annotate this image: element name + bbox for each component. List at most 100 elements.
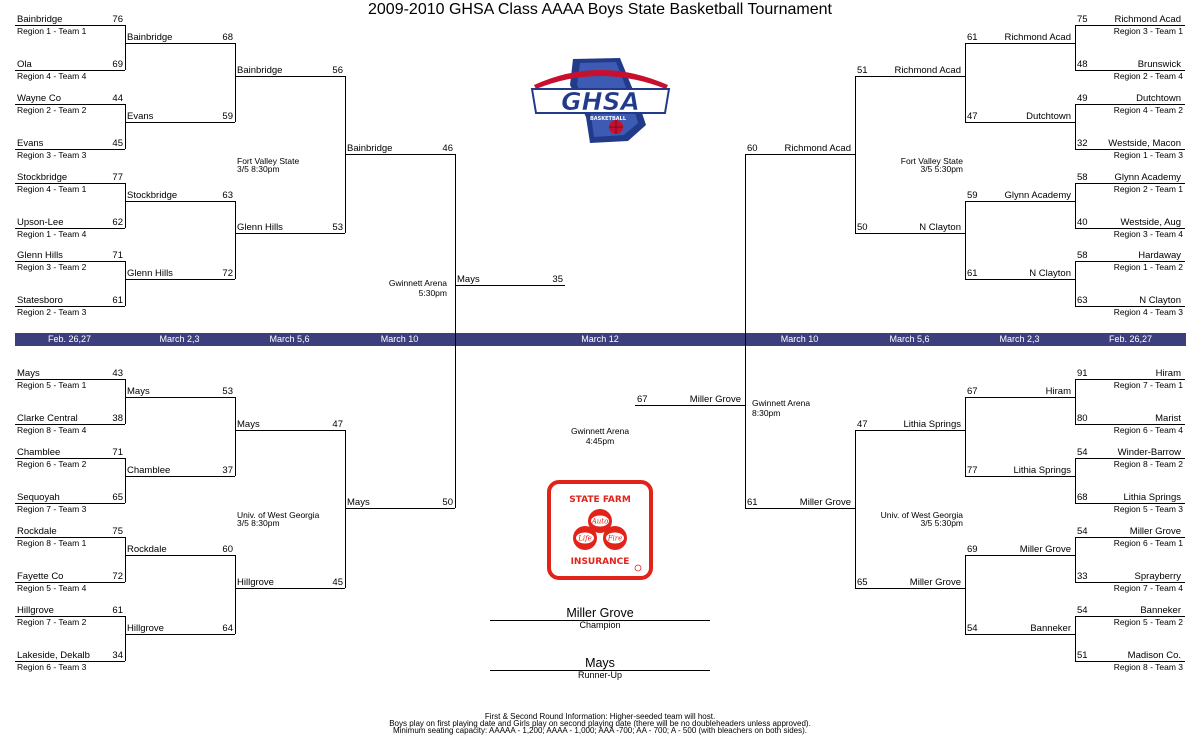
team-name: Banneker (1140, 605, 1181, 616)
team-slot-line (15, 306, 125, 307)
champion-line (490, 620, 710, 621)
team-slot-line (125, 397, 235, 398)
team-seed: Region 7 - Team 2 (17, 617, 87, 627)
team-slot-line (15, 149, 125, 150)
state-farm-line2: INSURANCE (571, 557, 630, 567)
team-slot-line (15, 261, 125, 262)
team-name: Lithia Springs (1013, 465, 1071, 476)
venue-time: 3/5 5:30pm (920, 164, 963, 174)
team-name: Bainbridge (347, 143, 393, 154)
team-score: 69 (967, 544, 978, 555)
team-score: 61 (967, 268, 978, 279)
team-name: Miller Grove (1019, 544, 1071, 555)
team-score: 80 (1077, 413, 1088, 424)
connector-line (235, 43, 236, 122)
team-slot-line (1075, 228, 1185, 229)
team-score: 76 (112, 14, 123, 25)
team-score: 72 (222, 268, 233, 279)
team-score: 75 (1077, 14, 1088, 25)
footer-line: Minimum seating capacity: AAAAA - 1,200;… (392, 726, 807, 735)
venue-time: 4:45pm (585, 436, 615, 446)
connector-line (1075, 537, 1076, 582)
team-slot-line (965, 122, 1075, 123)
date-label: March 10 (780, 334, 819, 344)
team-name: Rockdale (127, 544, 167, 555)
team-score: 68 (1077, 492, 1088, 503)
team-seed: Region 1 - Team 1 (17, 26, 87, 36)
team-name: Glenn Hills (237, 222, 283, 233)
team-score: 54 (1077, 447, 1088, 458)
team-name: N Clayton (1029, 268, 1071, 279)
connector-line (235, 201, 236, 279)
team-score: 72 (112, 571, 123, 582)
team-name: Richmond Acad (1004, 32, 1071, 43)
team-slot-line (15, 616, 125, 617)
ring-fire: Fire (607, 535, 623, 543)
team-slot-line (965, 279, 1075, 280)
team-slot-line (855, 430, 965, 431)
team-score: 33 (1077, 571, 1088, 582)
venue-time: 3/5 5:30pm (920, 518, 963, 528)
ghsa-logo-graphic: GHSA BASKETBALL (530, 58, 671, 143)
team-name: Mays (237, 419, 260, 430)
team-seed: Region 4 - Team 4 (17, 71, 87, 81)
date-label: March 2,3 (999, 334, 1040, 344)
team-name: Miller Grove (689, 394, 741, 405)
team-score: 63 (1077, 295, 1088, 306)
team-name: Miller Grove (1129, 526, 1181, 537)
team-score: 51 (1077, 650, 1088, 661)
team-score: 54 (1077, 605, 1088, 616)
team-seed: Region 5 - Team 4 (17, 583, 87, 593)
team-name: Marist (1155, 413, 1181, 424)
team-slot-line (15, 25, 125, 26)
team-slot-line (965, 634, 1075, 635)
team-seed: Region 3 - Team 1 (1113, 26, 1183, 36)
champion-label: Champion (579, 620, 621, 630)
team-score: 44 (112, 93, 123, 104)
date-label: Feb. 26,27 (1108, 334, 1153, 344)
team-name: Hillgrove (17, 605, 54, 616)
connector-line (125, 183, 126, 228)
team-name: Lithia Springs (903, 419, 961, 430)
team-name: Hardaway (1138, 250, 1181, 261)
ghsa-logo-text: GHSA (561, 87, 640, 116)
team-name: Hiram (1155, 368, 1181, 379)
state-farm-line1: STATE FARM (569, 495, 631, 505)
team-score: 61 (112, 295, 123, 306)
team-slot-line (125, 279, 235, 280)
team-score: 50 (442, 497, 453, 508)
team-slot-line (235, 430, 345, 431)
team-seed: Region 1 - Team 4 (17, 229, 87, 239)
team-score: 46 (442, 143, 453, 154)
team-seed: Region 2 - Team 2 (17, 105, 87, 115)
team-score: 67 (967, 386, 978, 397)
team-slot-line (855, 233, 965, 234)
team-name: Glynn Academy (1004, 190, 1071, 201)
team-slot-line (1075, 616, 1185, 617)
team-name: Mays (17, 368, 40, 379)
runner-up-name: Mays (585, 656, 615, 670)
team-score: 61 (747, 497, 758, 508)
team-seed: Region 2 - Team 1 (1113, 184, 1183, 194)
team-slot-line (635, 405, 745, 406)
team-slot-line (1075, 183, 1185, 184)
team-seed: Region 8 - Team 4 (17, 425, 87, 435)
team-score: 47 (857, 419, 868, 430)
team-name: Bainbridge (127, 32, 173, 43)
team-score: 32 (1077, 138, 1088, 149)
team-score: 68 (222, 32, 233, 43)
footer-line: First & Second Round Information: Higher… (484, 712, 716, 721)
connector-line (965, 555, 966, 634)
connector-line (1075, 458, 1076, 503)
team-score: 75 (112, 526, 123, 537)
runner-up-label: Runner-Up (577, 670, 623, 680)
team-seed: Region 3 - Team 3 (17, 150, 87, 160)
team-slot-line (1075, 149, 1185, 150)
team-score: 47 (332, 419, 343, 430)
team-score: 53 (332, 222, 343, 233)
connector-line (855, 430, 856, 588)
team-name: Wayne Co (17, 93, 61, 104)
team-slot-line (855, 76, 965, 77)
connector-line (1075, 616, 1076, 661)
team-seed: Region 5 - Team 2 (1113, 617, 1183, 627)
